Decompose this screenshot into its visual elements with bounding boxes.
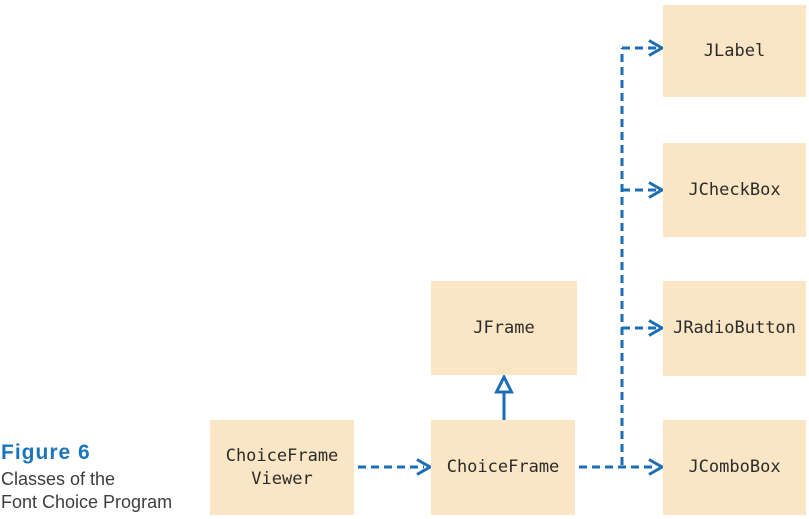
arrowhead-open-chevron xyxy=(416,458,434,476)
arrowhead-open-chevron xyxy=(648,181,666,199)
node-label: JCheckBox xyxy=(688,179,781,200)
edge-choiceframe-to-jradiobutton xyxy=(622,319,666,337)
node-choiceframeviewer: ChoiceFrame Viewer xyxy=(210,420,354,515)
figure-number-label: Figure 6 xyxy=(1,441,91,464)
arrowhead-open-chevron xyxy=(648,458,666,476)
node-label: JComboBox xyxy=(688,457,781,478)
node-label-line2: Viewer xyxy=(251,468,313,489)
node-jradiobutton: JRadioButton xyxy=(663,281,806,376)
node-jcheckbox: JCheckBox xyxy=(663,143,806,237)
node-jcombobox: JComboBox xyxy=(663,420,806,515)
arrowhead-open-chevron xyxy=(648,319,666,337)
edge-choiceframe-to-jcombobox xyxy=(579,458,666,476)
figure-caption: Figure 6 Classes of the Font Choice Prog… xyxy=(1,441,206,515)
node-label: JFrame xyxy=(473,317,535,338)
node-jframe: JFrame xyxy=(431,281,577,375)
node-jlabel: JLabel xyxy=(663,5,806,97)
edge-choiceframeviewer-to-choiceframe xyxy=(358,458,434,476)
arrowhead-open-triangle xyxy=(494,373,514,394)
edge-choiceframe-to-jlabel xyxy=(622,39,666,57)
figure-caption-line-1: Classes of the xyxy=(1,469,116,489)
arrowhead-open-chevron xyxy=(648,39,666,57)
node-label: ChoiceFrame xyxy=(446,457,560,478)
edge-choiceframe-to-jframe-inheritance xyxy=(494,373,514,420)
figure-caption-line-2: Font Choice Program xyxy=(1,492,173,513)
node-label-line1: ChoiceFrame xyxy=(225,445,339,466)
node-choiceframe: ChoiceFrame xyxy=(431,420,575,515)
node-label: JLabel xyxy=(703,40,766,61)
node-label: JRadioButton xyxy=(673,318,796,339)
edge-choiceframe-to-jcheckbox xyxy=(622,181,666,199)
